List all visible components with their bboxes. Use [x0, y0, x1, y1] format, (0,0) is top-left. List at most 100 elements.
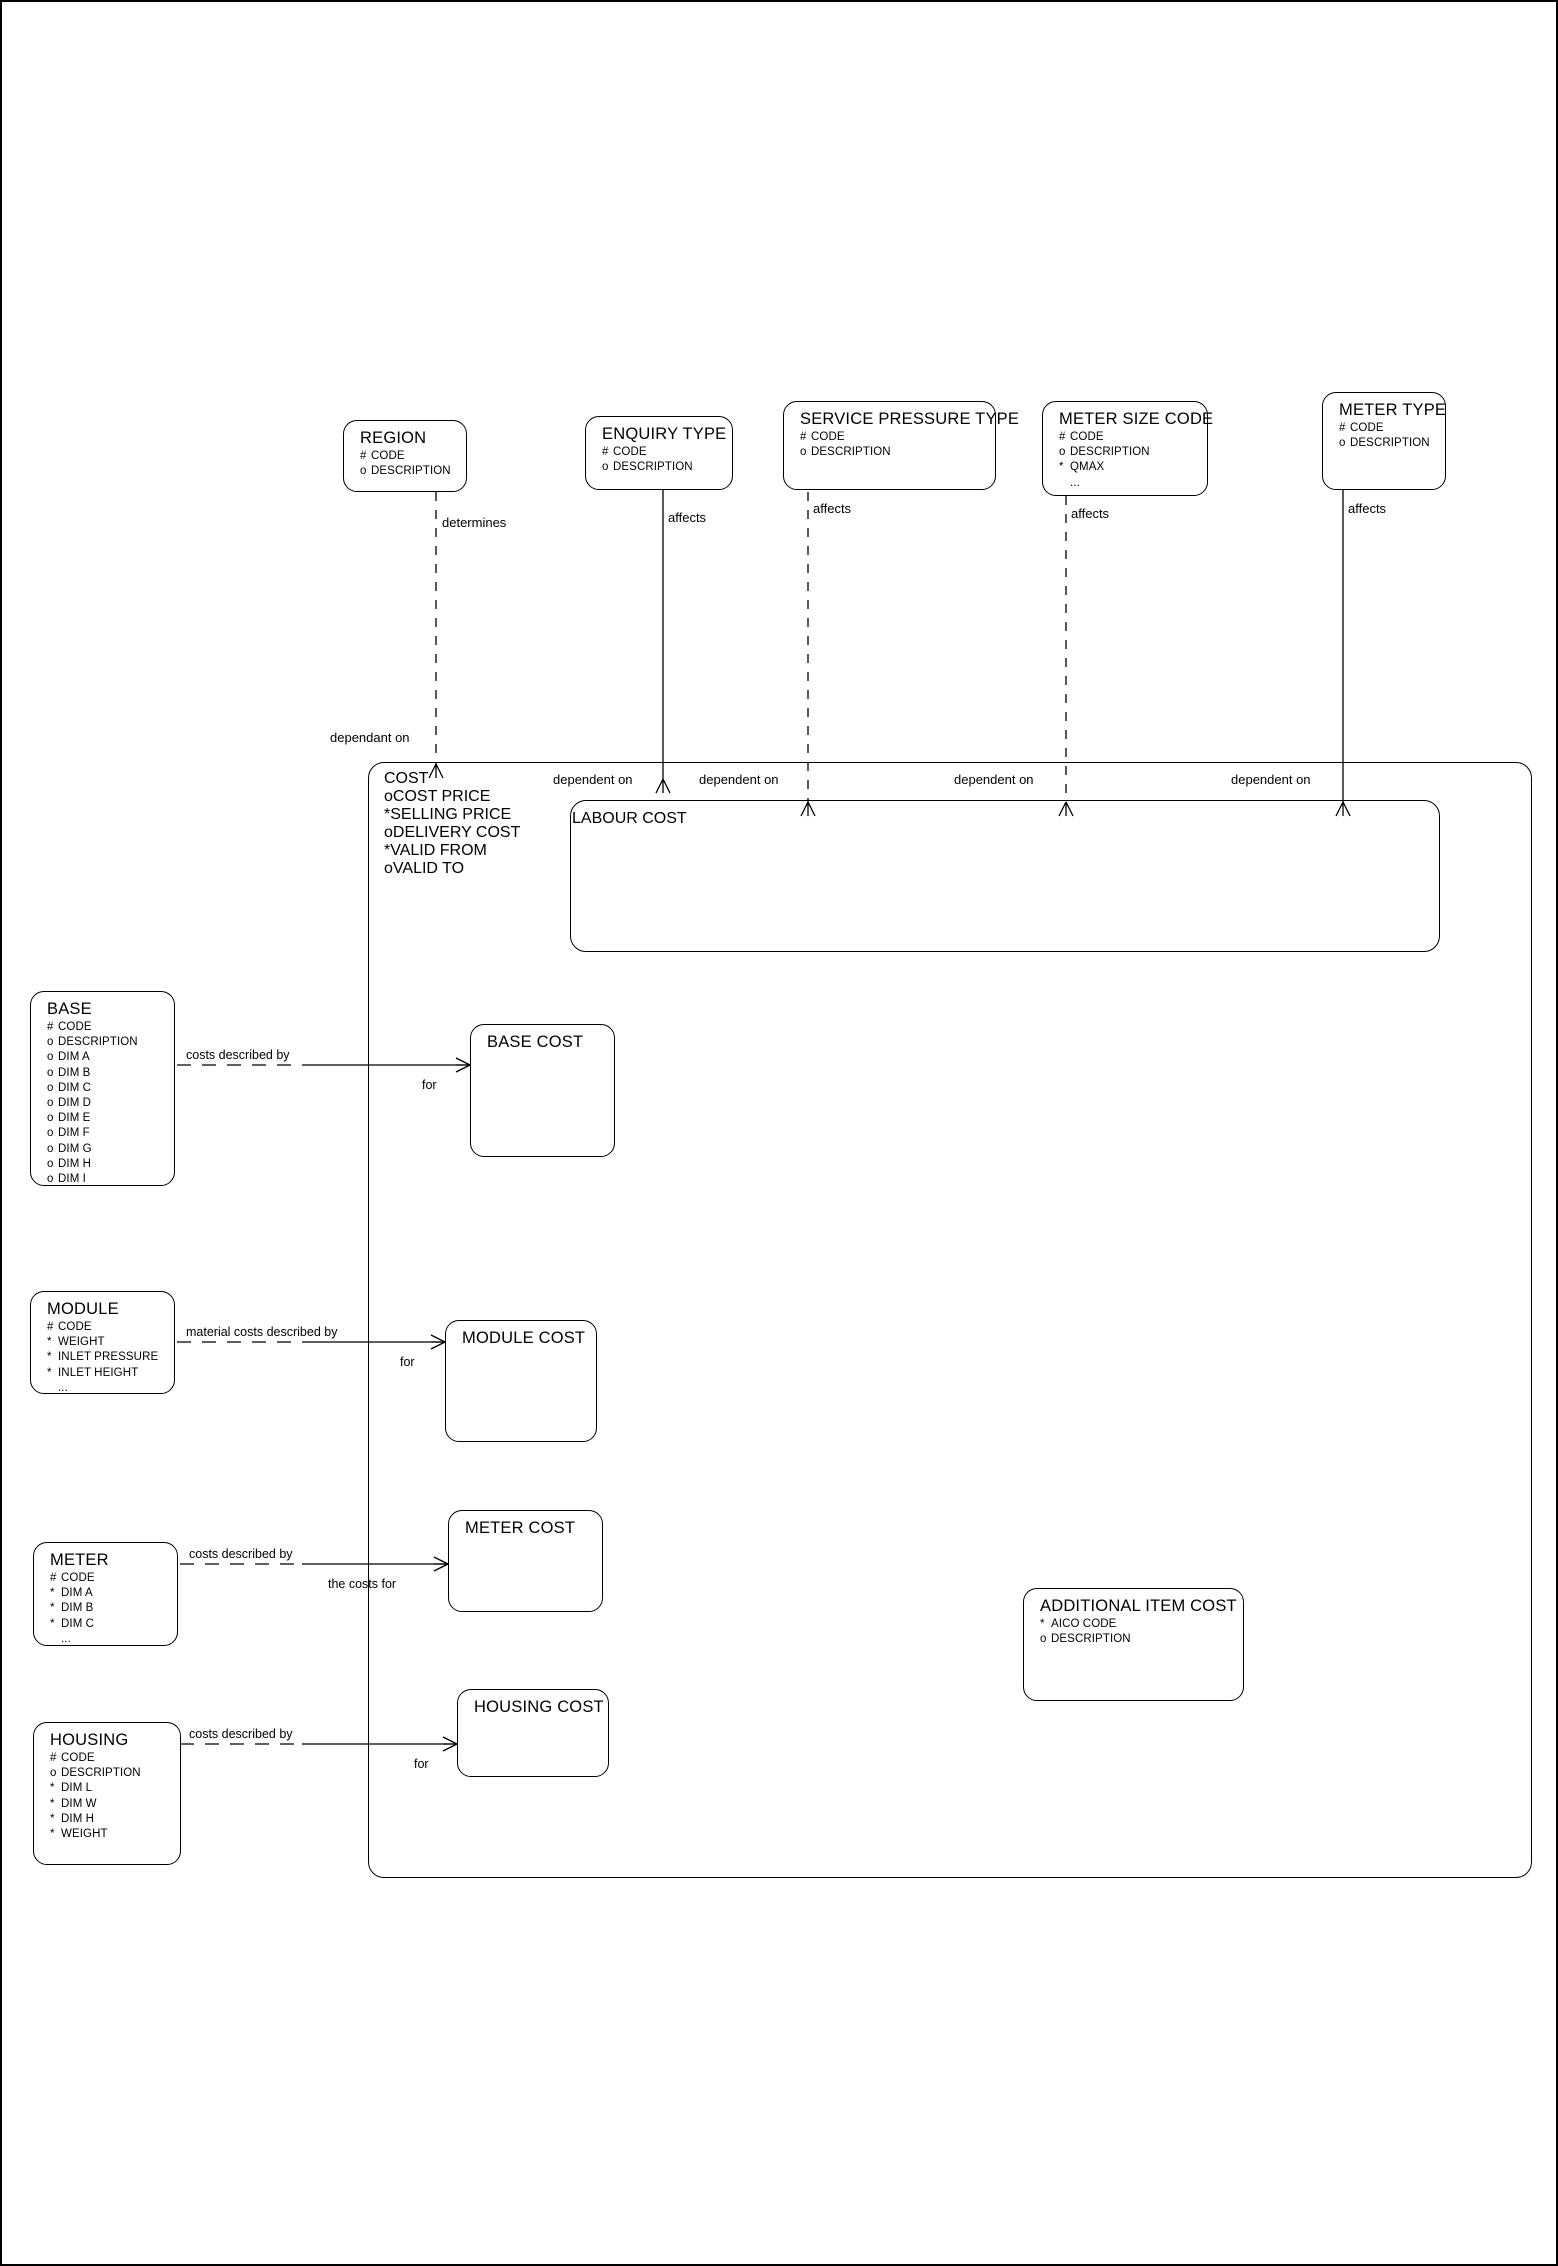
- attribute-mark: *: [384, 842, 391, 859]
- attribute-mark: *: [47, 1351, 52, 1364]
- attribute-mark: o: [602, 461, 609, 474]
- attribute-label: QMAX: [1070, 461, 1105, 474]
- attribute-label: CODE: [811, 431, 845, 443]
- entity-meter-attributes: #CODE *DIM A *DIM B *DIM C ...: [50, 1571, 177, 1647]
- entity-housing-cost[interactable]: HOUSING COST: [457, 1689, 609, 1777]
- relationship-label-base-costs-described-by: costs described by: [186, 1048, 290, 1062]
- attribute-mark: o: [47, 1173, 54, 1186]
- entity-cost-container[interactable]: [368, 762, 1532, 1878]
- attribute-label: DIM H: [61, 1812, 95, 1825]
- attribute-mark: o: [384, 824, 393, 841]
- attribute-row: ...: [50, 1632, 177, 1647]
- attribute-label: DIM I: [58, 1173, 86, 1186]
- attribute-label: DESCRIPTION: [613, 461, 693, 474]
- entity-cost-title: COST: [384, 770, 429, 787]
- entity-enquiry-type-title: ENQUIRY TYPE: [602, 425, 727, 443]
- attribute-label: CODE: [371, 450, 405, 462]
- entity-meter-size-code-title: METER SIZE CODE: [1059, 410, 1214, 428]
- attribute-mark: o: [384, 788, 393, 805]
- relationship-label-base-for: for: [422, 1078, 437, 1092]
- attribute-row: o DESCRIPTION: [602, 460, 732, 475]
- entity-meter-cost[interactable]: METER COST: [448, 1510, 603, 1612]
- relationship-label-housing-costs-described-by: costs described by: [189, 1727, 293, 1741]
- attribute-mark: *: [50, 1602, 55, 1615]
- attribute-mark: #: [602, 446, 609, 458]
- relationship-label-determines: determines: [442, 515, 507, 530]
- relationship-label-dependent-on-3: dependent on: [954, 772, 1034, 787]
- attribute-row: #CODE: [1339, 421, 1445, 436]
- entity-meter-cost-title: METER COST: [465, 1519, 576, 1537]
- attribute-row: *QMAX: [1059, 460, 1207, 475]
- attribute-mark: o: [1339, 437, 1346, 450]
- relationship-label-affects-meter-size: affects: [1071, 506, 1110, 521]
- attribute-label: DESCRIPTION: [58, 1036, 138, 1049]
- attribute-row: oCOST PRICE: [384, 788, 520, 806]
- attribute-mark: o: [1040, 1633, 1047, 1646]
- entity-module-cost-title: MODULE COST: [462, 1329, 586, 1347]
- attribute-mark: #: [50, 1752, 57, 1764]
- entity-meter-type-title: METER TYPE: [1339, 401, 1447, 419]
- entity-labour-cost-container[interactable]: [570, 800, 1440, 952]
- entity-base-cost[interactable]: BASE COST: [470, 1024, 615, 1157]
- entity-base-cost-title: BASE COST: [487, 1033, 584, 1051]
- attribute-mark: o: [360, 465, 367, 478]
- attribute-label: INLET HEIGHT: [58, 1366, 139, 1379]
- entity-meter[interactable]: METER #CODE *DIM A *DIM B *DIM C ...: [33, 1542, 178, 1646]
- attribute-row: #CODE: [47, 1020, 174, 1035]
- attribute-mark: o: [47, 1066, 54, 1079]
- attribute-label: DIM B: [58, 1066, 91, 1079]
- attribute-label: DIM C: [58, 1081, 92, 1094]
- attribute-label: DIM L: [61, 1782, 93, 1795]
- attribute-mark: o: [50, 1767, 57, 1780]
- entity-base-title: BASE: [47, 1000, 92, 1018]
- attribute-mark: *: [50, 1782, 55, 1795]
- attribute-label: DIM E: [58, 1112, 91, 1125]
- attribute-mark: *: [47, 1366, 52, 1379]
- entity-labour-cost-title: LABOUR COST: [572, 810, 687, 827]
- entity-module[interactable]: MODULE #CODE *WEIGHT *INLET PRESSURE *IN…: [30, 1291, 175, 1394]
- entity-housing-cost-title: HOUSING COST: [474, 1698, 604, 1716]
- attribute-label: AICO CODE: [1051, 1618, 1117, 1630]
- entity-module-cost[interactable]: MODULE COST: [445, 1320, 597, 1442]
- attribute-row: ...: [1059, 476, 1207, 491]
- entity-cost-text: COST oCOST PRICE *SELLING PRICE oDELIVER…: [384, 770, 520, 878]
- attribute-row: * INLET PRESSURE: [47, 1350, 174, 1365]
- attribute-row: *SELLING PRICE: [384, 806, 520, 824]
- attribute-label: INLET PRESSURE: [58, 1351, 159, 1364]
- relationship-label-meter-the-costs-for: the costs for: [328, 1577, 397, 1591]
- attribute-label: DELIVERY COST: [392, 824, 521, 841]
- attribute-label: DIM D: [58, 1097, 92, 1110]
- attribute-row: * INLET HEIGHT: [47, 1366, 174, 1381]
- attribute-row: #CODE: [800, 430, 995, 445]
- attribute-mark: *: [384, 806, 391, 823]
- relationship-label-dependent-on-4: dependent on: [1231, 772, 1311, 787]
- attribute-row: # CODE: [50, 1751, 180, 1766]
- attribute-mark: *: [47, 1336, 52, 1349]
- attribute-label: CODE: [61, 1752, 95, 1764]
- relationship-label-dependant-on: dependant on: [330, 730, 410, 745]
- entity-additional-item-cost-title: ADDITIONAL ITEM COST: [1040, 1597, 1237, 1615]
- attribute-label: VALID FROM: [390, 842, 487, 859]
- relationship-label-affects-service-pressure: affects: [813, 501, 852, 516]
- attribute-row: #CODE: [360, 449, 466, 464]
- attribute-mark: #: [50, 1572, 57, 1584]
